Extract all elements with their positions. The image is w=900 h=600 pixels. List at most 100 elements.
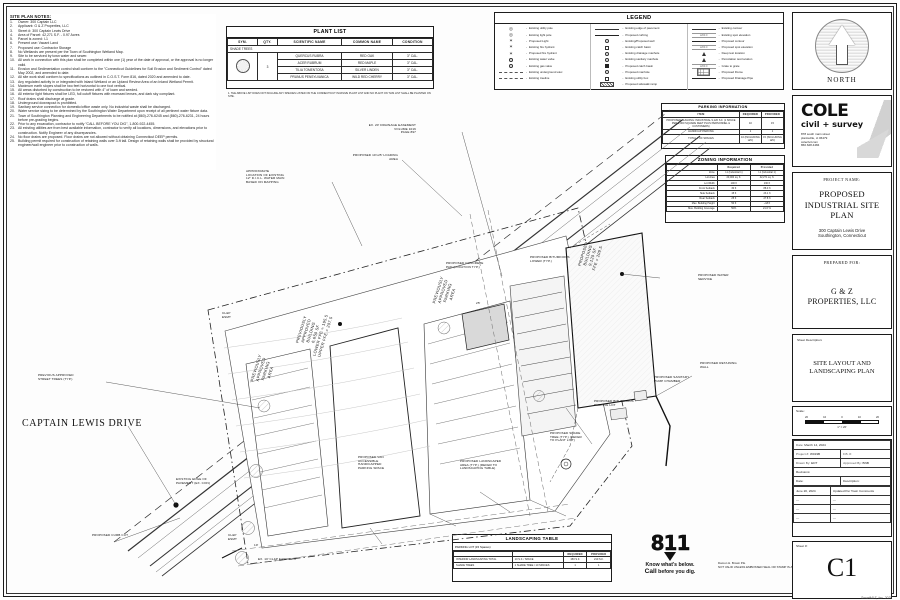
legend-dash: - [526, 45, 527, 49]
label-line: PROPOSED CURB CUT [92, 533, 129, 537]
site-plan-note-21: 21.Town of Southington Planning and Engi… [10, 114, 216, 123]
shovel-icon [664, 552, 676, 561]
site-plan-note-6: 6.Present use: Vacant Land [10, 41, 216, 45]
legend-item: ◎-Existing light pole [498, 32, 588, 38]
note-text: Any regulated activity in or integrated … [18, 79, 194, 84]
label-line: PROPOSED VAN [358, 455, 384, 459]
site-plan-notes-title: SITE PLAN NOTES: [10, 14, 52, 19]
plant-sci-cell: QUERCUS RUBRA [276, 52, 343, 60]
note-number: 5. [10, 37, 13, 41]
street-trees-group [235, 321, 545, 565]
legend-item: -Proposed contour [691, 38, 781, 44]
cole-swoosh-icon [857, 100, 891, 158]
landscaping-rate-cell: 1 SHADE TREE / 10 SPACES [511, 561, 564, 569]
legend-item: -Existing underground elec [498, 69, 588, 75]
proposed-contour-line [691, 40, 716, 42]
meta-fb-cell: F.B. #: [840, 449, 891, 459]
legend-item: ✶-Proposed fire hydrant [498, 51, 588, 57]
utility-pole-icon: ◎ [509, 25, 513, 31]
legend-item: x200.0-Proposed spot elevation [691, 45, 781, 51]
project-address-line2: Southington, Connecticut [817, 232, 866, 238]
legend-symbol [498, 78, 524, 80]
prepared-for-caption: PREPARED FOR: [823, 260, 861, 265]
legend-label: Existing light pole [529, 32, 552, 37]
landscaping-table-subtitle: PARKING LOT (15 Spaces) [453, 543, 611, 551]
legend-dash: - [718, 51, 720, 56]
scale-note: 1" = 20' [837, 425, 847, 429]
legend-item: -Percolation test location [691, 57, 781, 63]
legend-label: Existing fire hydrant [529, 45, 555, 49]
plant-sci-cell: ACER RUBRUM [276, 59, 343, 67]
note-text: Maximum earth slopes shall be two feet h… [18, 83, 127, 88]
legend-symbol [498, 58, 524, 63]
legend-label: Existing catch basin [625, 45, 651, 49]
legend-item: x200.0-Existing spot elevation [691, 32, 781, 38]
zoning-info-title: ZONING INFORMATION [666, 156, 784, 165]
label-line: CL&P [228, 533, 237, 537]
legend-symbol [691, 40, 717, 42]
site-plan-note-10: 10.All work in connection with this plan… [10, 58, 216, 67]
revision-row: —— [793, 504, 892, 514]
engineer-note: NOT VALID UNLESS EMBOSSED SEAL OR STAMP … [718, 564, 816, 569]
street-name-label: CAPTAIN LEWIS DRIVE [22, 418, 143, 429]
landscaping-grid: REQUIRED PROVIDED INTERIOR LANDSCAPING T… [453, 550, 611, 569]
site-plan-note-9: 9.Site to be serviced by town water and … [10, 54, 216, 58]
note-number: 17. [10, 96, 15, 101]
note-number: 16. [10, 92, 15, 97]
legend-label: Proposed Light [529, 38, 549, 43]
sheet-number-value: C1 [826, 553, 858, 582]
parking-provided-cell: 15 [760, 116, 785, 130]
legend-label: Deep test location [721, 51, 745, 56]
note-number: 3. [10, 28, 13, 33]
note-text: Prior to any excavation, contractor to n… [18, 122, 156, 126]
legend-label: Existing utility pole [529, 26, 553, 31]
site-plan-note-25: 25.Building permit required for construc… [10, 139, 216, 148]
proposed-hydrant-icon: ✶ [509, 50, 513, 56]
plant-qty-cell: 3 [257, 52, 278, 81]
legend-item: -Existing water valve [498, 57, 588, 63]
meta-project-value: W019B [809, 452, 821, 456]
treeline-icon [499, 78, 523, 80]
landscaping-table: LANDSCAPING TABLE PARKING LOT (15 Spaces… [452, 534, 612, 582]
legend-label: Proposed Drainage Pipe [721, 75, 754, 80]
cole-address-line: colecivil.com [801, 139, 819, 144]
plant-list-section-row: SHADE TREES [227, 45, 433, 53]
legend-column-2: -Existing edge of pavement-Proposed curb… [591, 24, 688, 90]
label-line: PUMP CHAMBER [654, 378, 681, 383]
label-line: ESMT [222, 314, 231, 319]
note-text: No Wetlands are present per the Town of … [18, 49, 124, 54]
utility-box-icon [605, 76, 610, 81]
legend-label: Existing/Proposed well [625, 38, 655, 43]
legend-symbol [594, 45, 620, 50]
existing-spot-elevation-icon: x200.0 [691, 32, 716, 38]
note-text: Area of Parcel: 42,271 S.F. - 0.97 Acres [18, 32, 80, 37]
clp-easement-lines [231, 503, 577, 567]
label-line: PROPOSED 10'x25' LOADING [352, 153, 398, 157]
legend-item: ✶-Existing fire hydrant [498, 45, 588, 51]
proposed-parking-stalls [512, 291, 577, 415]
catch-basin-icon [605, 45, 610, 50]
legend-item: -Deep test location [691, 51, 781, 57]
legend-symbol [594, 82, 620, 88]
legend-label: Proposed Flume [721, 69, 743, 74]
plant-common-cell: RED MAPLE [341, 59, 393, 67]
note-text: Present use: Vacant Land [18, 41, 59, 46]
site-plan-note-3: 3.Street #: 300 Captain Lewis Drive [10, 29, 216, 33]
label-line: STREET TREES (TYP.) [38, 376, 73, 381]
legend-item: x200.0-Grate to grate [691, 63, 781, 69]
sheet-description-line2: LANDSCAPING PLAN [809, 368, 875, 376]
legend-symbol [594, 58, 620, 63]
rev-col-desc: Description: [840, 476, 891, 486]
legend-dash: - [718, 32, 720, 37]
legend-item: ◎-Existing utility pole [498, 26, 588, 32]
scale-seg-3 [842, 421, 861, 423]
company-logo-block: COLE civil + survey 878 south main stree… [792, 95, 892, 167]
proposed-catch-basin-icon [605, 64, 610, 69]
title-block-sidebar: NORTH COLE civil + survey 878 south main… [792, 10, 892, 599]
